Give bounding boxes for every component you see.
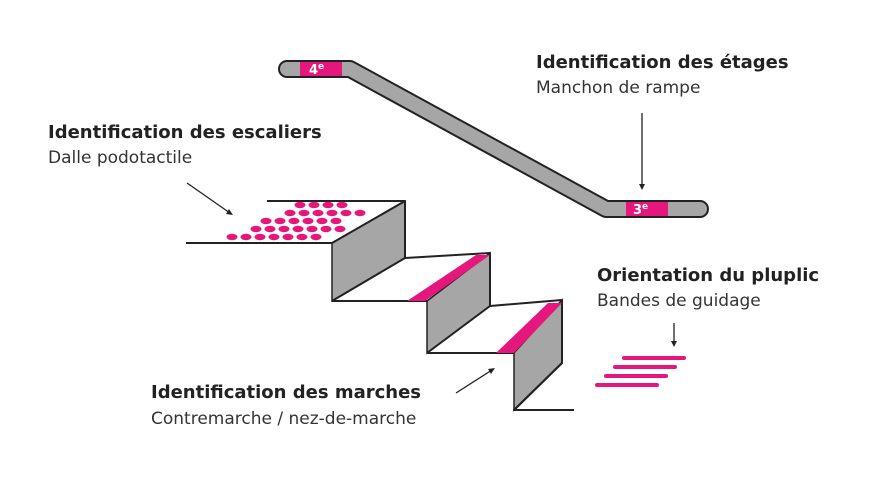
- tactile-dot: [294, 201, 306, 209]
- staircase-icon: [186, 199, 574, 412]
- tactile-dot: [292, 225, 304, 233]
- arrow-floors-head: [639, 184, 645, 190]
- tactile-dot: [336, 201, 348, 209]
- handrail-icon: 4 e 3 e: [278, 60, 709, 218]
- top-floor-sleeve: [300, 62, 342, 76]
- guide-stripes-icon: [595, 356, 686, 387]
- riser-1: [331, 199, 406, 303]
- label-stairs-title: Identification des escaliers: [48, 122, 322, 143]
- arrow-steps-head: [488, 368, 495, 374]
- top-floor-number: 4: [309, 63, 318, 78]
- tactile-dot: [296, 233, 308, 241]
- label-stairs-subtitle: Dalle podotactile: [48, 148, 192, 168]
- label-steps-subtitle: Contremarche / nez-de-marche: [151, 409, 416, 429]
- tactile-dot: [306, 225, 318, 233]
- arrow-stairs: [186, 182, 231, 214]
- bottom-floor-number: 3: [633, 203, 642, 218]
- tactile-dot: [282, 233, 294, 241]
- bottom-floor-sleeve: [626, 202, 668, 216]
- label-orientation-subtitle: Bandes de guidage: [597, 291, 761, 311]
- tactile-dot: [298, 209, 310, 217]
- label-steps-title: Identification des marches: [151, 382, 421, 403]
- tactile-dot: [326, 209, 338, 217]
- label-floors-subtitle: Manchon de rampe: [536, 78, 700, 98]
- tactile-dot: [354, 209, 366, 217]
- step-nosing-2: [496, 303, 562, 353]
- label-steps: Identification des marches Contremarche …: [151, 382, 421, 429]
- tread-1-back: [331, 257, 406, 302]
- tactile-dot: [288, 217, 300, 225]
- tactile-dot: [260, 217, 272, 225]
- tactile-dot: [250, 225, 262, 233]
- tactile-dot: [334, 225, 346, 233]
- step-nosing-1: [407, 255, 490, 301]
- tactile-dots-icon: [226, 201, 366, 241]
- tactile-dot: [322, 201, 334, 209]
- label-floors-title: Identification des étages: [536, 52, 789, 73]
- arrow-icon: [186, 113, 677, 394]
- tactile-dot: [320, 225, 332, 233]
- label-orientation: Orientation du pluplic Bandes de guidage: [597, 265, 819, 311]
- tactile-dot: [268, 233, 280, 241]
- tread-2-back: [426, 305, 491, 354]
- tactile-dot: [302, 217, 314, 225]
- tactile-dot: [310, 233, 322, 241]
- arrow-orientation-head: [671, 341, 677, 347]
- tactile-dot: [254, 233, 266, 241]
- top-floor-suffix: e: [318, 62, 324, 72]
- bottom-floor-suffix: e: [642, 202, 648, 212]
- tactile-dot: [278, 225, 290, 233]
- label-floors: Identification des étages Manchon de ram…: [536, 52, 789, 98]
- arrow-stairs-head: [226, 209, 233, 215]
- tactile-dot: [240, 233, 252, 241]
- tactile-dot: [330, 217, 342, 225]
- label-orientation-title: Orientation du pluplic: [597, 265, 819, 286]
- tactile-dot: [308, 201, 320, 209]
- arrow-steps: [455, 369, 493, 394]
- tactile-dot: [284, 209, 296, 217]
- tactile-dot: [226, 233, 238, 241]
- tactile-dot: [312, 209, 324, 217]
- tactile-dot: [340, 209, 352, 217]
- tactile-dot: [264, 225, 276, 233]
- label-stairs: Identification des escaliers Dalle podot…: [48, 122, 322, 168]
- tread-3-back: [513, 362, 563, 411]
- tactile-dot: [274, 217, 286, 225]
- tactile-dot: [316, 217, 328, 225]
